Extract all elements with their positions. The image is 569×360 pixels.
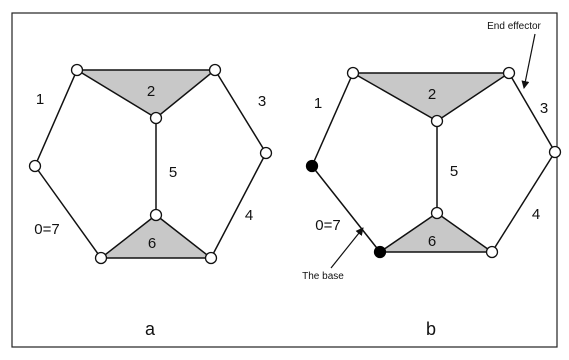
panel-a-caption: a xyxy=(145,319,156,339)
panel-a-joint xyxy=(94,251,108,265)
panel-b-fixed-joint xyxy=(373,245,387,259)
panel-a-joint xyxy=(208,63,222,77)
panel-b-label-link-0-7: 0=7 xyxy=(315,217,340,234)
panel-a-label-link-5: 5 xyxy=(169,164,177,181)
panel-b-label-link-3: 3 xyxy=(540,100,548,117)
panel-b-link-1 xyxy=(311,72,354,167)
panel-a-joint xyxy=(204,251,218,265)
figure-frame xyxy=(11,12,558,348)
panel-b-label-link-6: 6 xyxy=(428,233,436,250)
panel-a-joint xyxy=(149,208,163,222)
base-arrow xyxy=(330,227,364,269)
panel-a-label-link-3: 3 xyxy=(258,93,266,110)
panel-b-caption: b xyxy=(426,319,436,339)
base-annotation: The base xyxy=(302,271,344,282)
panel-b-joint xyxy=(548,145,562,159)
panel-a-link-3 xyxy=(214,69,267,154)
panel-a-joint xyxy=(149,111,163,125)
panel-b-joint xyxy=(485,245,499,259)
panel-a-link-1 xyxy=(34,69,78,167)
panel-b-joint xyxy=(430,206,444,220)
panel-a-bottom-triangle-link xyxy=(98,214,214,259)
panel-b-label-link-1: 1 xyxy=(314,95,322,112)
panel-b-label-link-4: 4 xyxy=(532,206,540,223)
panel-b-joint xyxy=(430,114,444,128)
panel-a-joint xyxy=(28,159,42,173)
panel-a-label-link-4: 4 xyxy=(245,207,253,224)
end-effector-arrow xyxy=(521,33,536,89)
panel-a-top-triangle-link xyxy=(74,69,218,119)
panel-a-label-link-0-7: 0=7 xyxy=(34,221,59,238)
panel-b-top-triangle-link xyxy=(350,72,512,122)
panel-a-label-link-1: 1 xyxy=(36,91,44,108)
end-effector-annotation: End effector xyxy=(487,21,541,32)
panel-a: 1 2 3 5 0=7 6 4 a xyxy=(28,63,273,339)
panel-b-link-0-7 xyxy=(311,165,381,253)
panel-b-joint xyxy=(346,66,360,80)
panel-a-joint xyxy=(259,146,273,160)
panel-b-link-4 xyxy=(491,151,556,253)
panel-b: 1 2 3 5 0=7 6 4 End effector The base b xyxy=(302,21,562,339)
panel-b-link-3 xyxy=(508,72,556,153)
panel-a-joint xyxy=(70,63,84,77)
panel-b-joint xyxy=(502,66,516,80)
panel-b-fixed-joint xyxy=(305,159,319,173)
panel-a-link-0-7 xyxy=(34,165,102,259)
panel-b-label-link-5: 5 xyxy=(450,163,458,180)
panel-b-bottom-triangle-link xyxy=(377,212,495,253)
panel-b-label-link-2: 2 xyxy=(428,86,436,103)
panel-a-label-link-2: 2 xyxy=(147,83,155,100)
panel-a-label-link-6: 6 xyxy=(148,235,156,252)
panel-a-link-4 xyxy=(210,152,267,259)
